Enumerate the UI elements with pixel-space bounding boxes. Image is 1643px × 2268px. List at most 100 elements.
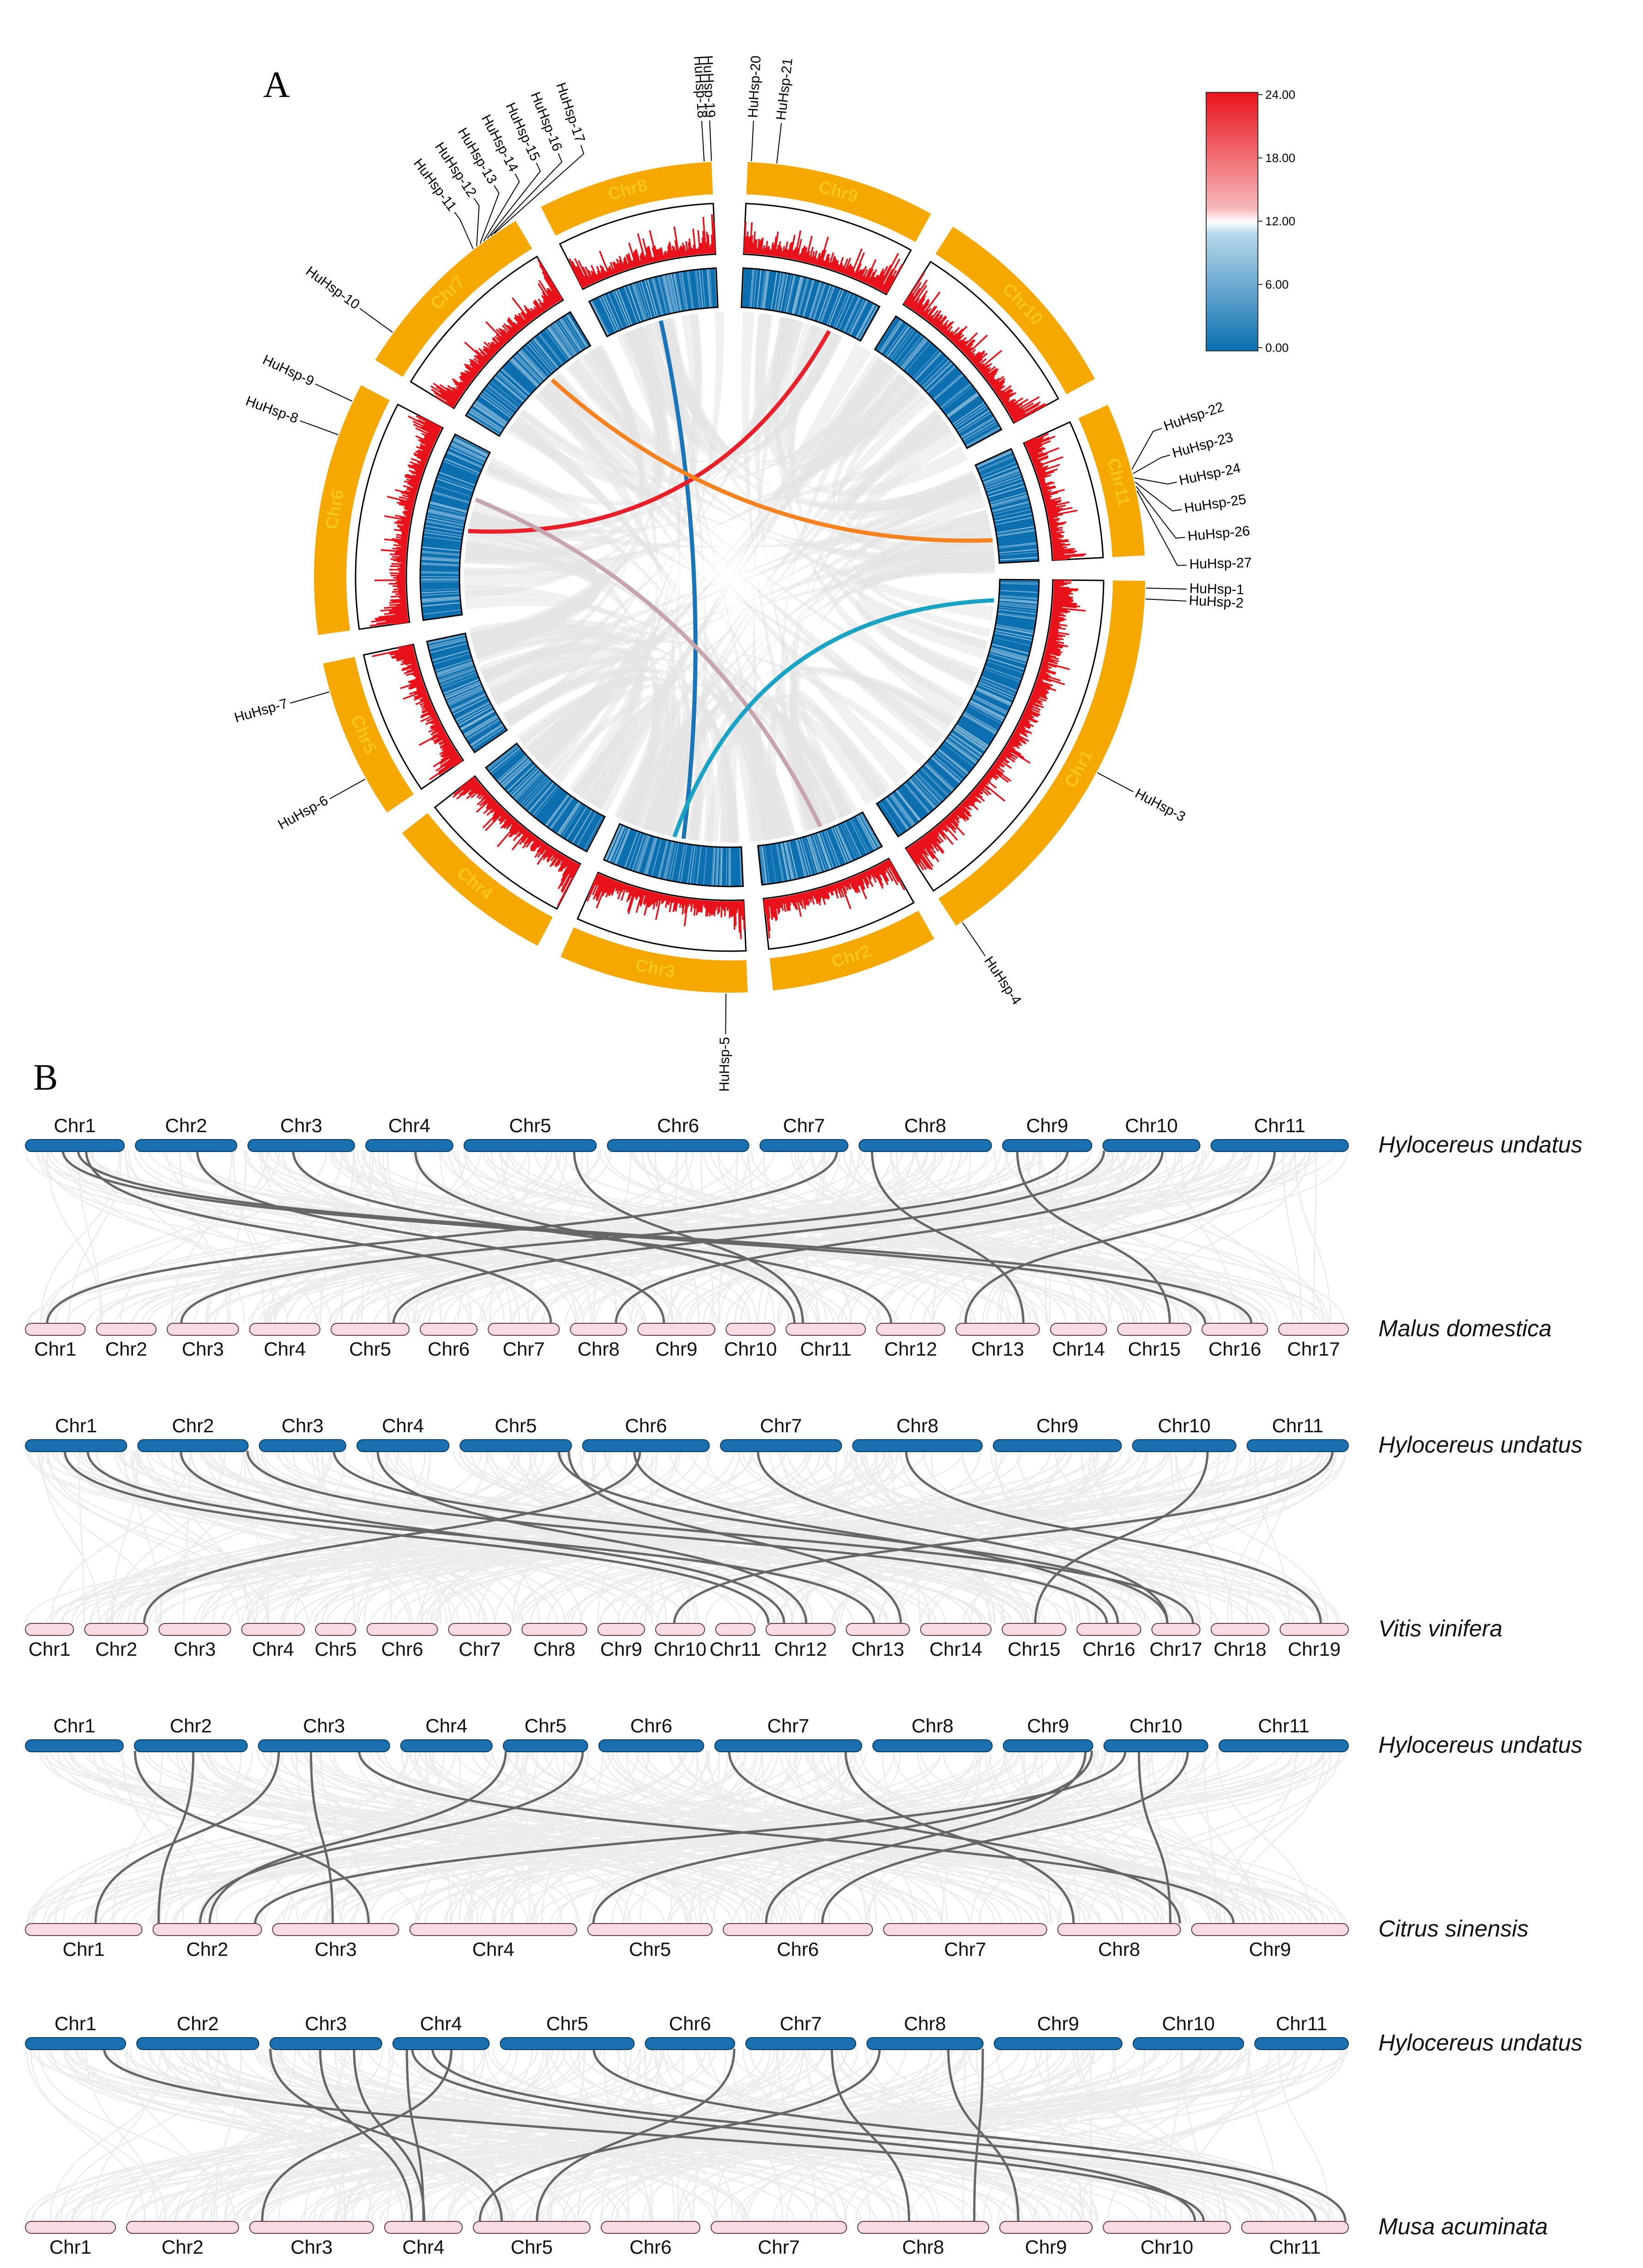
top-chromosome-label: Chr9 xyxy=(1037,2013,1079,2034)
gene-label: HuHsp-4 xyxy=(981,954,1025,1008)
heatmap-cell xyxy=(638,281,651,320)
bottom-chromosome-label: Chr17 xyxy=(1287,1338,1340,1360)
heatmap-cell xyxy=(902,339,928,370)
heatmap-cell xyxy=(936,751,967,777)
heatmap-cell xyxy=(432,492,470,504)
top-chromosome-bar xyxy=(852,1439,983,1452)
heatmap-cell xyxy=(472,404,506,427)
heatmap-cell xyxy=(938,748,969,774)
bottom-chromosome-label: Chr4 xyxy=(252,1638,294,1660)
heatmap-cell xyxy=(633,283,646,321)
chromosome-chr9: Chr9 xyxy=(740,162,931,342)
bottom-chromosome-bar xyxy=(1050,1323,1107,1336)
heatmap-cell xyxy=(439,671,477,686)
chromosome-band xyxy=(560,927,748,993)
heatmap-cell xyxy=(984,472,1021,487)
heatmap-cell xyxy=(658,276,669,314)
heatmap-cell xyxy=(496,754,527,781)
chromosome-chr5: Chr5 xyxy=(323,632,508,813)
heatmap-cell xyxy=(972,695,1008,714)
heatmap-cell xyxy=(759,845,765,885)
heatmap-cell xyxy=(421,550,461,555)
heatmap-cell xyxy=(991,502,1030,513)
top-chromosome-bar xyxy=(866,2037,984,2050)
heatmap-cell xyxy=(450,693,486,711)
chromosome-band xyxy=(314,385,390,635)
bottom-chromosome-bar xyxy=(126,2221,239,2234)
heatmap-cell xyxy=(801,837,813,876)
heatmap-cell xyxy=(720,847,723,887)
heatmap-cell xyxy=(615,289,630,326)
heatmap-cell xyxy=(489,747,520,773)
heatmap-cell xyxy=(443,678,480,694)
heatmap-cell xyxy=(903,783,930,814)
density-bars xyxy=(430,259,563,408)
legend-tick-label: 6.00 xyxy=(1265,277,1289,291)
collinearity-ribbon xyxy=(465,597,836,825)
bottom-chromosome-bar xyxy=(1151,1623,1201,1636)
top-chromosome-bar xyxy=(745,2037,857,2050)
heatmap-cell xyxy=(510,358,538,387)
heatmap-cell xyxy=(529,783,556,814)
collinearity-ribbon xyxy=(655,318,980,511)
heatmap-cell xyxy=(810,834,823,873)
heatmap-cell xyxy=(844,821,862,857)
top-chromosome-label: Chr6 xyxy=(625,1415,667,1436)
top-chromosome-label: Chr9 xyxy=(1026,1115,1068,1136)
gene-huhsp-27: HuHsp-27 xyxy=(1136,490,1252,572)
heatmap-cell xyxy=(999,583,1039,585)
heatmap-cell xyxy=(966,427,1001,447)
heatmap-cell xyxy=(635,282,648,320)
heatmap-cell xyxy=(421,597,460,602)
heatmap-cell xyxy=(623,286,638,324)
heatmap-cell xyxy=(447,686,483,703)
heatmap-cell xyxy=(960,416,995,438)
bottom-chromosome-bar xyxy=(1202,1323,1268,1336)
heatmap-cell xyxy=(993,637,1032,646)
gene-leader-line xyxy=(483,173,520,241)
heatmap-cell xyxy=(425,519,465,528)
bottom-chromosome-label: Chr10 xyxy=(724,1338,777,1360)
orthologous-pairs xyxy=(46,1150,1276,1324)
heatmap-cell xyxy=(637,835,650,873)
heatmap-cell xyxy=(664,274,673,314)
heatmap-cell xyxy=(455,702,491,721)
heatmap-cell xyxy=(990,495,1028,507)
heatmap-cell xyxy=(994,513,1033,522)
heatmap-cell xyxy=(996,529,1036,536)
heatmap-cell xyxy=(427,510,466,520)
gene-huhsp-3: HuHsp-3 xyxy=(1097,772,1188,825)
heatmap-cell xyxy=(891,329,916,362)
heatmap-cell xyxy=(931,756,961,783)
bottom-chromosome-label: Chr18 xyxy=(1214,1638,1266,1660)
top-chromosome-label: Chr4 xyxy=(382,1415,424,1436)
top-chromosome-bar xyxy=(133,1739,248,1752)
bottom-chromosome-bar xyxy=(1103,2221,1231,2234)
heatmap-cell xyxy=(977,683,1014,700)
gene-leader-line xyxy=(290,691,330,704)
bottom-chromosome-label: Chr4 xyxy=(472,1938,514,1960)
gene-label: HuHsp-1 xyxy=(1189,581,1244,597)
heatmap-cell xyxy=(932,373,963,400)
bottom-chromosome-label: Chr8 xyxy=(902,2236,944,2258)
heatmap-cell xyxy=(786,841,796,880)
heatmap-cell xyxy=(681,271,689,311)
heatmap-cell xyxy=(544,328,569,361)
density-bars xyxy=(743,222,903,294)
bottom-chromosome-bar xyxy=(876,1323,946,1336)
heatmap-cell xyxy=(999,595,1039,598)
heatmap-cell xyxy=(896,789,921,821)
bottom-chromosome-bar xyxy=(25,2221,116,2234)
heatmap-cell xyxy=(923,361,952,390)
heatmap-cell xyxy=(550,325,574,357)
top-chromosome-label: Chr5 xyxy=(525,1715,567,1737)
heatmap-cell xyxy=(994,630,1033,639)
heatmap-cell xyxy=(904,782,931,813)
collinearity-ribbon xyxy=(719,708,781,843)
bottom-chromosome-bar xyxy=(920,1623,992,1636)
heatmap-cell xyxy=(976,450,1012,467)
heatmap-track xyxy=(758,812,882,885)
collinearity-ribbon xyxy=(789,526,993,831)
heatmap-cell xyxy=(509,766,538,795)
heatmap-cell xyxy=(424,525,464,533)
